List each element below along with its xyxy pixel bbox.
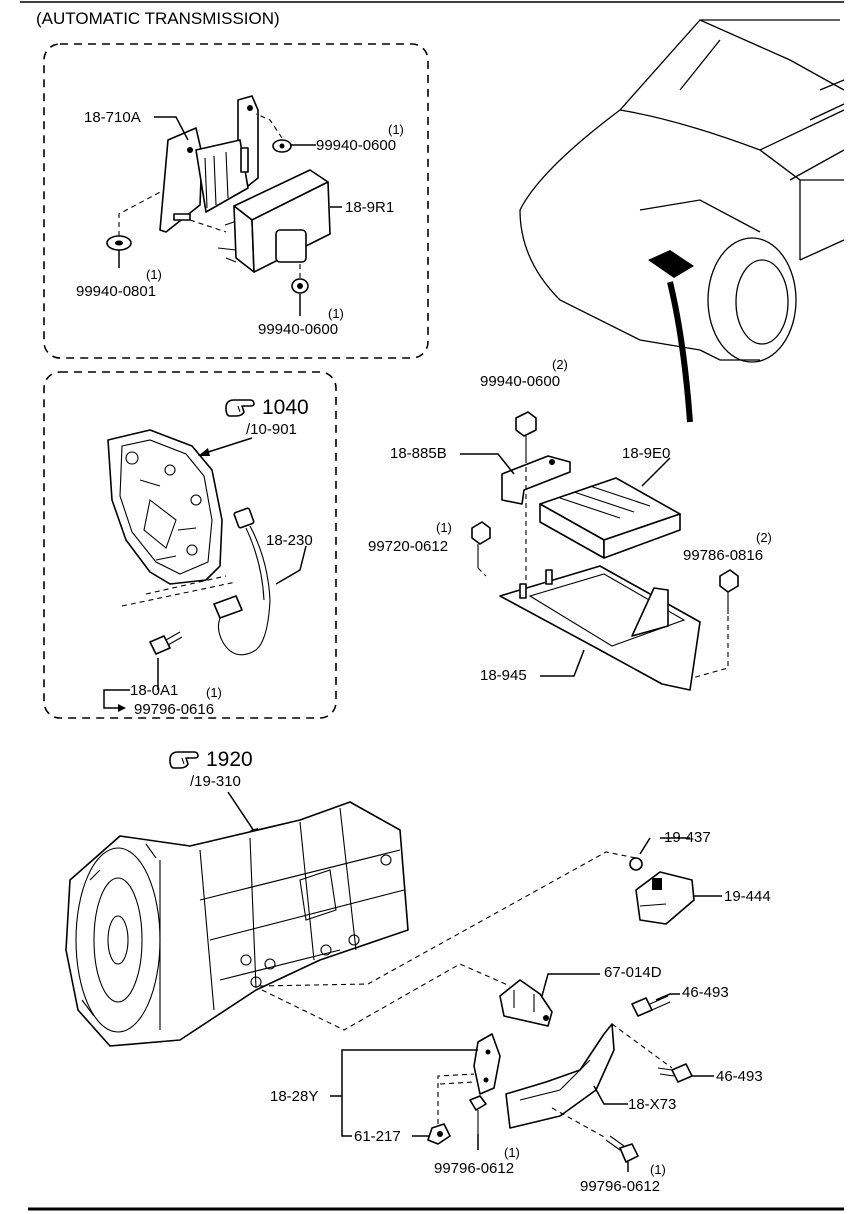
- reference-10-901: /10-901: [246, 421, 297, 438]
- sensor-panel: 1040 /10-901 18-230 18-0A1 (1) 99796-061…: [43, 371, 337, 719]
- ecu-assembly: (2) 99940-0600 18-885B 18-9E0 (1) 99720-…: [368, 357, 772, 691]
- reference-1040: 1040: [262, 396, 309, 419]
- callout-99720-0612: 99720-0612: [368, 538, 448, 555]
- bolt-icon: [657, 1063, 693, 1083]
- callout-18-9E0: 18-9E0: [622, 445, 670, 462]
- airbag-ecu-drawing: [539, 477, 681, 559]
- tcm-panel: 18-710A (1) 99940-0600 18-9R1 (1) 99940-…: [43, 43, 429, 359]
- callout-99796-0616: 99796-0616: [134, 701, 214, 718]
- qty-99720-0612: (1): [436, 520, 452, 535]
- vehicle-drawing: [519, 19, 845, 423]
- bolt-icon: [605, 1135, 639, 1163]
- callout-18-0A1: 18-0A1: [130, 682, 178, 699]
- bell-housing-drawing: [107, 429, 223, 585]
- callout-46-493-a: 46-493: [682, 984, 729, 1001]
- transmission-assembly: 1920 /19-310: [65, 748, 637, 1085]
- reference-19-310: /19-310: [190, 773, 241, 790]
- hand-pointer-icon: [225, 399, 255, 417]
- bolt-icon: [149, 631, 183, 655]
- o-ring-icon: [629, 857, 643, 871]
- callout-19-437: 19-437: [664, 829, 711, 846]
- qty-99796-0616: (1): [206, 685, 222, 700]
- qty-99796-0612-a: (1): [504, 1145, 520, 1160]
- callout-19-444: 19-444: [724, 888, 771, 905]
- callout-18-710A: 18-710A: [84, 109, 141, 126]
- sensor-19-444-drawing: [635, 871, 695, 925]
- hand-pointer-icon: [169, 751, 199, 769]
- callout-99796-0612-b: 99796-0612: [580, 1178, 660, 1195]
- callout-99796-0612-a: 99796-0612: [434, 1160, 514, 1177]
- clip-icon: [427, 1123, 451, 1145]
- qty-99786-0816: (2): [756, 530, 772, 545]
- qty-99940-0600-mid: (2): [552, 357, 568, 372]
- bolt-icon: [631, 995, 671, 1017]
- callout-99940-0600-top: 99940-0600: [316, 137, 396, 154]
- callout-99786-0816: 99786-0816: [683, 547, 763, 564]
- qty-99940-0600-low: (1): [328, 306, 344, 321]
- callout-67-014D: 67-014D: [604, 964, 662, 981]
- bracket-assembly: 19-437 19-444 67-014D 46-493 46-493 18-X…: [270, 829, 771, 1195]
- callout-18-9R1: 18-9R1: [345, 199, 394, 216]
- washer-icon: [106, 235, 132, 251]
- sensor-drawing: [213, 507, 271, 656]
- callout-99940-0600-low: 99940-0600: [258, 321, 338, 338]
- stud-icon: [173, 213, 191, 221]
- callout-18-945: 18-945: [480, 667, 527, 684]
- bolt-icon: [719, 569, 739, 614]
- callout-46-493-b: 46-493: [716, 1068, 763, 1085]
- nut-icon: [515, 411, 537, 458]
- transmission-drawing: [65, 801, 409, 1047]
- qty-99940-0600-top: (1): [388, 122, 404, 137]
- callout-99940-0600-mid: 99940-0600: [480, 373, 560, 390]
- callout-18-X73: 18-X73: [628, 1096, 676, 1113]
- bolt-icon: [469, 1095, 487, 1134]
- qty-99796-0612-b: (1): [650, 1162, 666, 1177]
- nut-icon: [272, 139, 292, 153]
- ecu-location-marker: [648, 250, 694, 278]
- tcm-unit-drawing: [217, 169, 331, 273]
- bolt-icon: [471, 521, 491, 568]
- nut-icon: [291, 278, 309, 294]
- callout-99940-0801: 99940-0801: [76, 283, 156, 300]
- callout-18-28Y: 18-28Y: [270, 1088, 318, 1105]
- heat-shield-drawing: [505, 1023, 615, 1129]
- callout-61-217: 61-217: [354, 1128, 401, 1145]
- base-plate-drawing: [499, 565, 701, 691]
- page-title: (AUTOMATIC TRANSMISSION): [36, 9, 280, 28]
- qty-99940-0801: (1): [146, 267, 162, 282]
- callout-18-230: 18-230: [266, 532, 313, 549]
- tcm-bracket-drawing: [159, 95, 259, 233]
- callout-18-885B: 18-885B: [390, 445, 447, 462]
- reference-1920: 1920: [206, 748, 253, 771]
